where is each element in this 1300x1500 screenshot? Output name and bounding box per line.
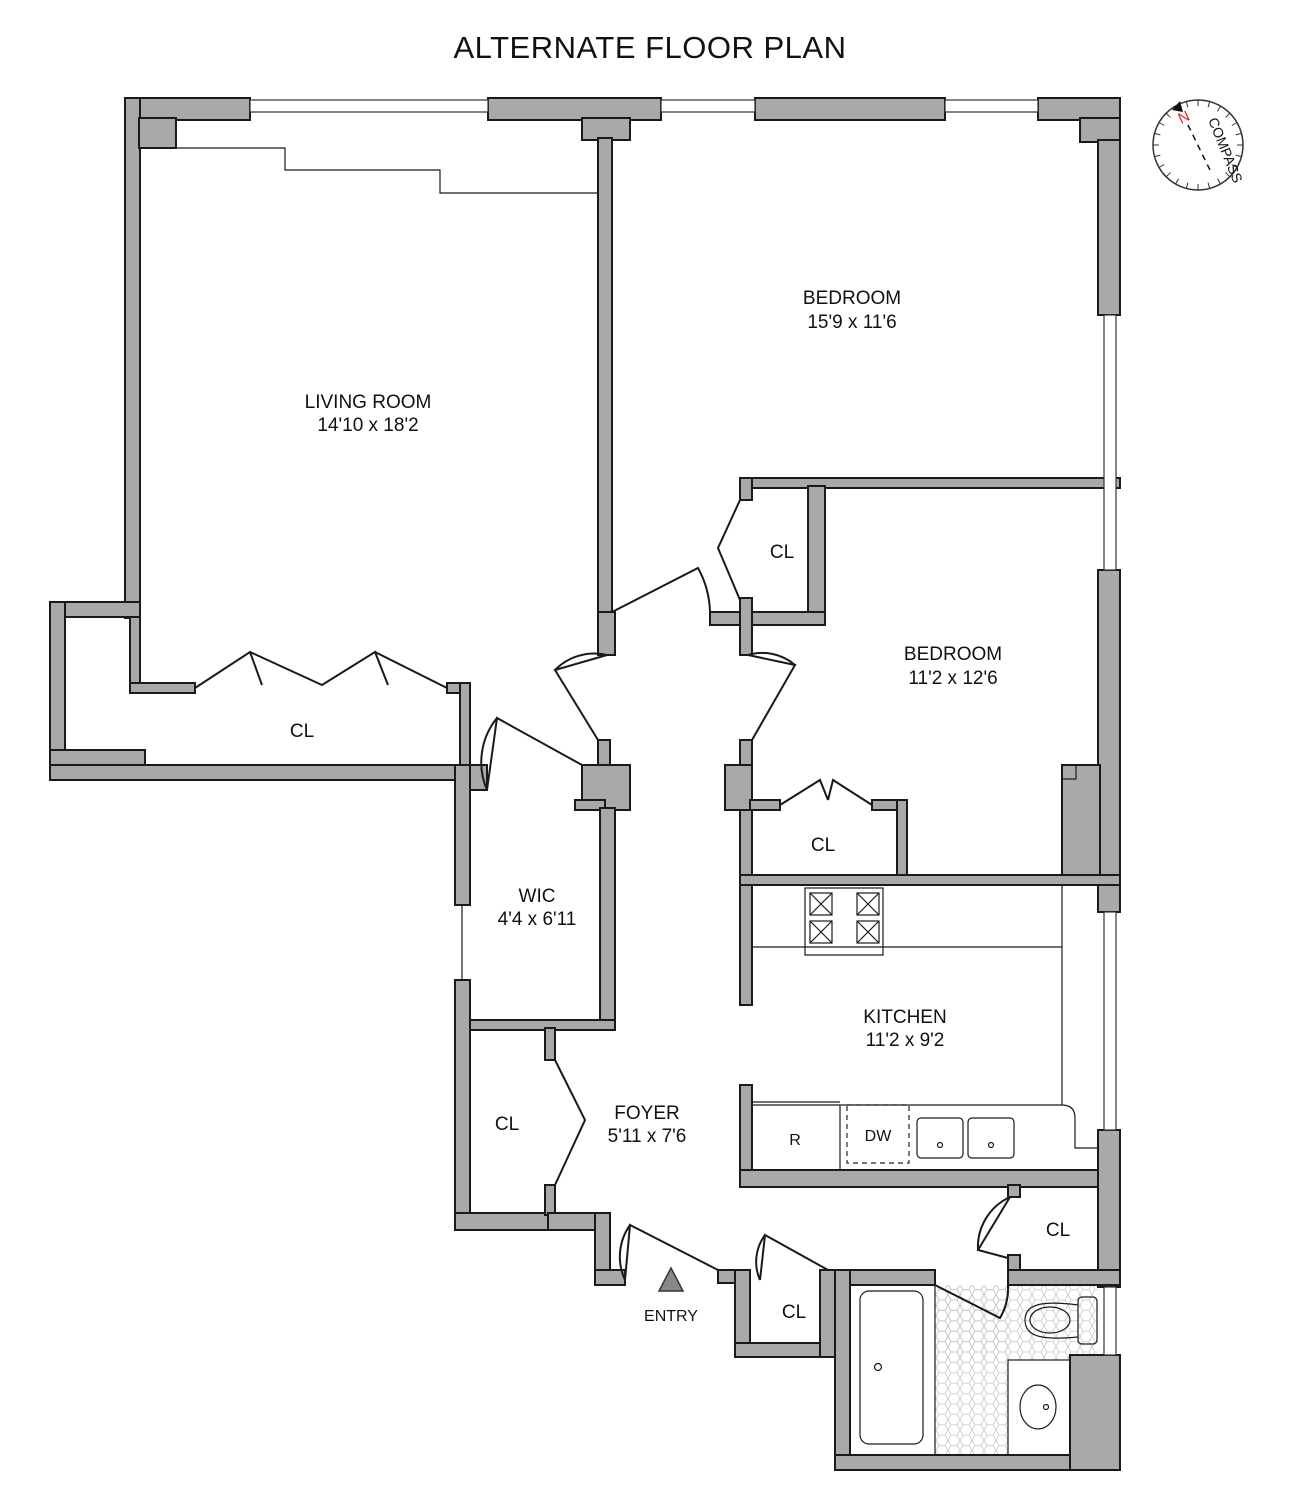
compass-tick xyxy=(1225,172,1231,178)
living-room-dims: 14'10 x 18'2 xyxy=(317,415,418,436)
bedroom2-dims: 11'2 x 12'6 xyxy=(908,668,997,689)
compass-tick xyxy=(1185,101,1189,108)
compass-tick xyxy=(1165,112,1171,118)
dishwasher-label: DW xyxy=(865,1128,893,1145)
plan-title: ALTERNATE FLOOR PLAN xyxy=(453,30,847,65)
compass-tick xyxy=(1225,112,1231,118)
compass-tick xyxy=(1154,154,1161,158)
foyer-name: FOYER xyxy=(614,1103,679,1124)
closet-label: CL xyxy=(1046,1220,1070,1241)
compass-tick xyxy=(1158,122,1165,126)
entry-arrow-icon xyxy=(657,1266,685,1292)
closet-label: CL xyxy=(290,721,314,742)
compass-tick xyxy=(1207,101,1211,108)
bath-sink xyxy=(1007,1359,1071,1456)
compass-tick xyxy=(1154,132,1161,136)
kitchen-sink xyxy=(916,1117,1015,1159)
closet-label: CL xyxy=(770,542,794,563)
kitchen-dims: 11'2 x 9'2 xyxy=(866,1030,945,1051)
compass-tick xyxy=(1207,182,1211,189)
windows xyxy=(249,99,1117,1356)
compass-tick xyxy=(1217,105,1221,112)
bedroom1-dims: 15'9 x 11'6 xyxy=(807,312,896,333)
compass-tick xyxy=(1231,122,1238,126)
closet-label: CL xyxy=(495,1114,519,1135)
bathtub xyxy=(849,1284,936,1456)
compass-tick xyxy=(1158,164,1165,168)
living-room-name: LIVING ROOM xyxy=(305,392,432,413)
wic-dims: 4'4 x 6'11 xyxy=(498,909,577,930)
bath-tile-floor xyxy=(935,1285,1008,1455)
closet-label: CL xyxy=(782,1302,806,1323)
compass-tick xyxy=(1175,178,1179,185)
bedroom2-name: BEDROOM xyxy=(904,644,1002,665)
compass-tick xyxy=(1165,172,1171,178)
bedroom1-name: BEDROOM xyxy=(803,288,901,309)
foyer-dims: 5'11 x 7'6 xyxy=(608,1126,687,1147)
refrigerator-label: R xyxy=(789,1132,801,1149)
compass-tick xyxy=(1217,178,1221,185)
wic-name: WIC xyxy=(519,886,556,907)
interior-lines xyxy=(140,147,1098,1170)
stove xyxy=(804,887,884,956)
labels: LIVING ROOM 14'10 x 18'2 BEDROOM 15'9 x … xyxy=(290,288,1070,1325)
entry-label: ENTRY xyxy=(644,1308,698,1325)
compass-tick xyxy=(1235,154,1242,158)
compass-tick xyxy=(1231,164,1238,168)
kitchen-name: KITCHEN xyxy=(863,1007,946,1028)
dishwasher xyxy=(846,1104,910,1164)
doors xyxy=(194,499,1011,1320)
compass-icon: N COMPASS xyxy=(1152,99,1246,191)
compass-tick xyxy=(1235,132,1242,136)
toilet xyxy=(1024,1296,1098,1345)
compass-tick xyxy=(1185,182,1189,189)
walls xyxy=(49,97,1121,1471)
closet-label: CL xyxy=(811,835,835,856)
